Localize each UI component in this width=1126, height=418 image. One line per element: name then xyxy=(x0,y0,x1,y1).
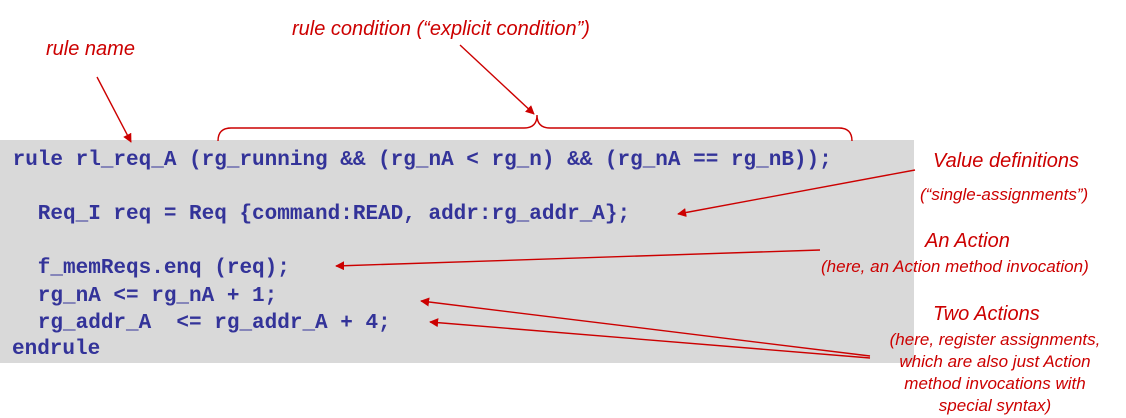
code-line-value-definition: Req_I req = Req {command:READ, addr:rg_a… xyxy=(0,203,631,226)
label-an-action-sub: (here, an Action method invocation) xyxy=(821,257,1089,276)
label-two-actions: Two Actions xyxy=(933,303,1040,325)
label-rule-condition: rule condition (“explicit condition”) xyxy=(292,18,590,40)
label-two-actions-sub-3: method invocations with xyxy=(904,374,1086,393)
arrow-two-actions-2 xyxy=(429,318,871,359)
arrow-rule-condition xyxy=(459,44,535,115)
label-two-actions-sub-4: special syntax) xyxy=(938,396,1052,415)
label-an-action: An Action xyxy=(925,230,1010,252)
two-actions-description: (here, register assignments, which are a… xyxy=(870,329,1120,417)
code-line-enq-action: f_memReqs.enq (req); xyxy=(0,257,290,280)
arrow-value-definitions xyxy=(677,169,916,217)
code-line-rule-header: rule rl_req_A (rg_running && (rg_nA < rg… xyxy=(0,149,832,172)
code-line-endrule: endrule xyxy=(12,338,101,361)
arrow-rule-name xyxy=(96,76,132,143)
arrow-two-actions-1 xyxy=(420,297,871,357)
arrow-an-action xyxy=(335,249,821,271)
label-two-actions-sub-1: (here, register assignments, xyxy=(889,330,1101,349)
code-line-addr-assignment: rg_addr_A <= rg_addr_A + 4; xyxy=(0,312,391,335)
code-line-nA-assignment: rg_nA <= rg_nA + 1; xyxy=(0,285,278,308)
label-rule-name: rule name xyxy=(46,38,135,60)
label-value-definitions: Value definitions xyxy=(933,150,1080,172)
label-value-definitions-sub: (“single-assignments”) xyxy=(920,185,1089,204)
condition-brace xyxy=(217,114,853,142)
label-two-actions-sub-2: which are also just Action xyxy=(899,352,1091,371)
